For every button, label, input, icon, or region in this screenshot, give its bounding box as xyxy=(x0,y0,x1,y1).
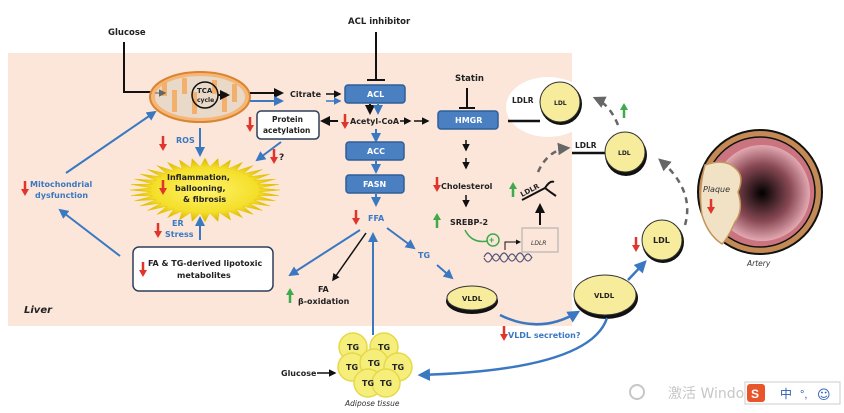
artery: Plaque xyxy=(697,129,823,255)
svg-text:HMGR: HMGR xyxy=(455,116,482,125)
srebp2-label: SREBP-2 xyxy=(450,218,488,227)
tg-label: TG xyxy=(418,251,430,260)
mitochondrion: TCA cycle xyxy=(149,71,251,123)
enzyme-acl: ACL xyxy=(344,84,406,104)
svg-text:VLDL: VLDL xyxy=(462,295,483,303)
fa-label: FA xyxy=(318,285,330,294)
ime-punct-toggle[interactable]: °, xyxy=(800,389,807,401)
svg-text:FA & TG-derived lipotoxic: FA & TG-derived lipotoxic xyxy=(148,259,263,268)
enzyme-hmgr: HMGR xyxy=(437,110,499,130)
statin-inhibition-line xyxy=(459,88,475,109)
enzyme-fasn: FASN xyxy=(345,174,405,194)
adipocyte-tg-label: TG xyxy=(392,363,404,372)
statin-label: Statin xyxy=(455,74,484,84)
plaque-icon xyxy=(699,161,742,245)
svg-text:acetylation: acetylation xyxy=(263,126,310,135)
down-arrow-ldl xyxy=(630,235,642,254)
liver-region xyxy=(8,53,572,326)
ldl-bound-top: LDL xyxy=(539,81,582,125)
svg-text:VLDL: VLDL xyxy=(594,292,615,300)
glucose-adipose-label: Glucose xyxy=(281,369,317,378)
svg-text:S: S xyxy=(751,387,759,401)
mito-dysfunction-line2: dysfunction xyxy=(35,191,88,200)
ime-lang-toggle[interactable]: 中 xyxy=(780,386,792,401)
svg-text:FASN: FASN xyxy=(363,180,386,189)
svg-text:LDL: LDL xyxy=(554,100,567,107)
inflammation-burst: Inflammation, ballooning, & fibrosis xyxy=(129,157,281,223)
citrate-label: Citrate xyxy=(290,90,322,99)
adipocyte-tg-label: TG xyxy=(346,363,358,372)
lipotoxic-metabolites-box: FA & TG-derived lipotoxic metabolites xyxy=(132,246,274,292)
beta-oxidation-label: β-oxidation xyxy=(298,297,350,306)
sogou-logo-icon xyxy=(747,384,765,402)
activation-plus-icon xyxy=(486,233,500,247)
ldlr-gene-box xyxy=(521,227,559,253)
ime-emoji-button[interactable]: ☺ xyxy=(817,388,831,403)
svg-text:Protein: Protein xyxy=(272,115,303,124)
adipocyte-tg-label: TG xyxy=(380,379,392,388)
svg-text:cycle: cycle xyxy=(197,97,214,104)
adipocyte-tg-label: TG xyxy=(347,343,359,352)
windows-activation-watermark: 激活 Windows xyxy=(629,384,763,402)
question-mark: ? xyxy=(279,153,284,163)
stress-label: Stress xyxy=(165,230,194,239)
adipocyte-cell xyxy=(371,368,401,398)
ldl-blood: LDL xyxy=(641,219,684,263)
er-label: ER xyxy=(172,219,184,228)
adipose-label: Adipose tissue xyxy=(344,399,400,408)
vldl-secretion-label: VLDL secretion? xyxy=(508,331,581,340)
svg-text:LDL: LDL xyxy=(618,150,631,157)
vldl-blood: VLDL xyxy=(573,274,638,319)
cholesterol-label: Cholesterol xyxy=(441,182,493,191)
acl-inhibition-line xyxy=(367,32,385,81)
glucose-top-label: Glucose xyxy=(108,28,146,38)
svg-text:& fibrosis: & fibrosis xyxy=(183,195,226,204)
adipocyte-tg-label: TG xyxy=(368,359,380,368)
up-arrow-ldl-uptake xyxy=(618,101,630,120)
liver-label: Liver xyxy=(24,305,53,316)
svg-text:Inflammation,: Inflammation, xyxy=(167,173,230,182)
ldl-bound-middle: LDL xyxy=(604,131,647,176)
svg-text:ACC: ACC xyxy=(367,147,385,156)
artery-label: Artery xyxy=(746,259,771,268)
svg-text:ACL: ACL xyxy=(367,90,384,99)
svg-text:LDLR: LDLR xyxy=(531,240,546,247)
vldl-liver: VLDL xyxy=(446,285,498,314)
ime-toolbar[interactable]: S 中 °, ☺ xyxy=(744,381,841,405)
ldlr-top-label: LDLR xyxy=(512,96,534,105)
svg-text:TCA: TCA xyxy=(197,87,213,95)
svg-text:LDL: LDL xyxy=(653,236,670,245)
acl-inhibitor-label: ACL inhibitor xyxy=(348,17,411,27)
svg-text:metabolites: metabolites xyxy=(177,271,231,280)
enzyme-acc: ACC xyxy=(345,141,405,161)
ldlr-middle-label: LDLR xyxy=(575,141,597,150)
svg-text:+: + xyxy=(489,235,494,245)
adipocyte-tg-label: TG xyxy=(362,379,374,388)
acetyl-coa-label: Acetyl-CoA xyxy=(350,117,400,126)
ldlr-receptor-icon xyxy=(521,180,557,201)
mito-dysfunction-line1: Mitochondrial xyxy=(30,180,92,189)
protein-acetylation-box: Protein acetylation xyxy=(256,110,320,140)
ffa-label: FFA xyxy=(368,214,385,223)
ros-label: ROS xyxy=(176,136,195,145)
svg-text:ballooning,: ballooning, xyxy=(175,184,226,193)
down-arrow-vldl-secretion xyxy=(498,324,510,343)
svg-text:Plaque: Plaque xyxy=(703,185,730,194)
svg-text:激活 Windows: 激活 Windows xyxy=(668,385,763,402)
glucose-to-mito-line xyxy=(123,42,160,93)
adipocyte-tg-label: TG xyxy=(378,343,390,352)
